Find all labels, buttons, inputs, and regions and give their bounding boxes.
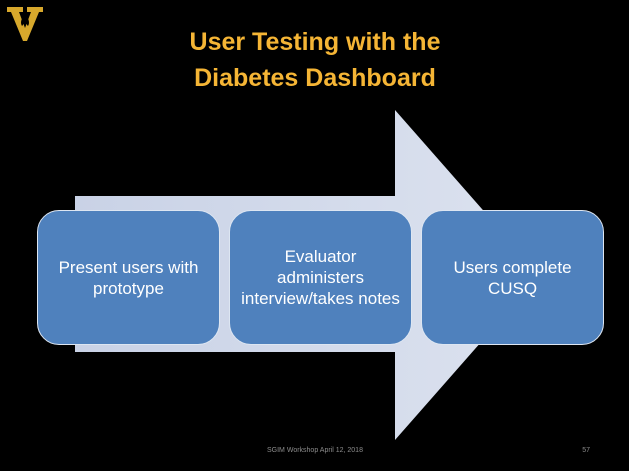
vanderbilt-logo-icon — [7, 7, 43, 41]
step-users-complete-cusq: Users complete CUSQ — [421, 210, 604, 345]
step-1-label: Present users with prototype — [58, 257, 199, 298]
step-present-users: Present users with prototype — [37, 210, 220, 345]
step-3-label: Users complete CUSQ — [453, 257, 572, 298]
page-number: 57 — [582, 447, 590, 454]
step-evaluator-interview: Evaluator administers interview/takes no… — [229, 210, 412, 345]
title-line-1: User Testing with the — [189, 28, 441, 56]
title-line-2: Diabetes Dashboard — [194, 64, 436, 92]
slide-footer: SGIM Workshop April 12, 2018 — [267, 447, 363, 454]
slide-title: User Testing with the Diabetes Dashboard — [100, 24, 530, 96]
step-2-label: Evaluator administers interview/takes no… — [241, 247, 400, 308]
